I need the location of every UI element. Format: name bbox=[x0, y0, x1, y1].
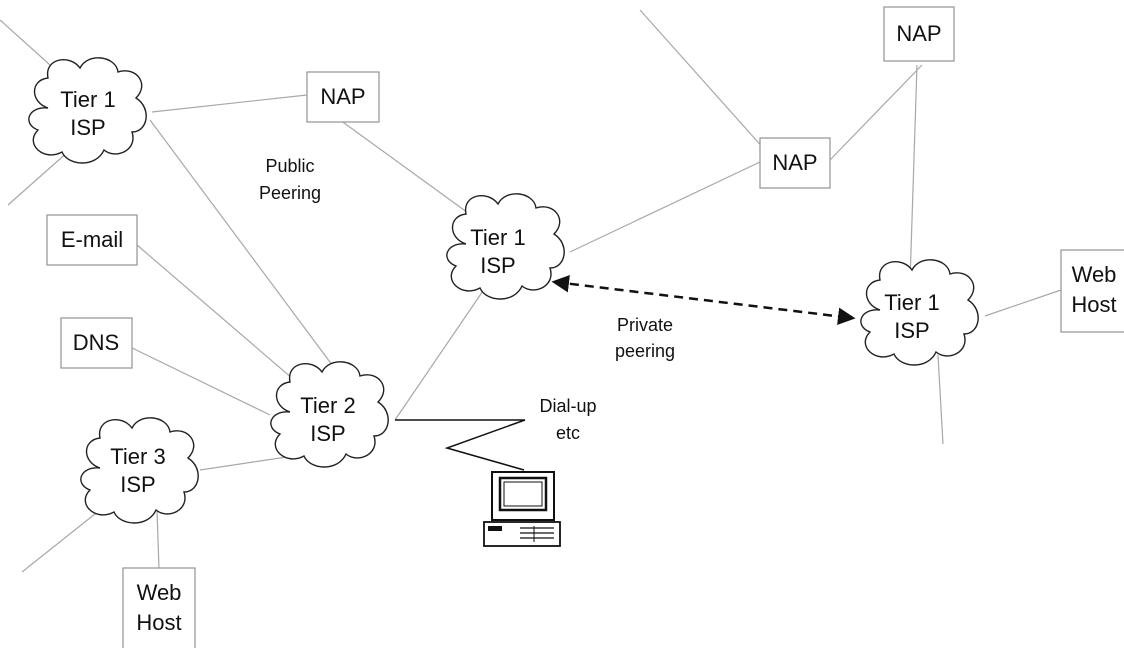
tier1-isp-right-line2: ISP bbox=[894, 318, 929, 343]
dialup-line2: etc bbox=[556, 423, 580, 443]
link-tier1-right-to-edge bbox=[937, 354, 944, 445]
public-peering-line1: Public bbox=[265, 156, 314, 176]
link-tier2-to-tier1-center bbox=[394, 284, 488, 421]
link-nap-middle-to-nap-top-right bbox=[829, 64, 923, 161]
dialup-link bbox=[395, 419, 526, 471]
tier2-isp-line1: Tier 2 bbox=[300, 393, 355, 418]
nap-top-right-box: NAP bbox=[883, 6, 955, 62]
link-tier1-left-to-nap bbox=[151, 94, 308, 113]
web-host-bottom-line1: Web bbox=[137, 580, 182, 605]
link-edge-to-nap-middle bbox=[639, 9, 766, 151]
public-peering-annotation: Public Peering bbox=[259, 156, 321, 203]
email-server-box: E-mail bbox=[46, 214, 138, 266]
private-peering-line1: Private bbox=[617, 315, 673, 335]
tier1-isp-right-line1: Tier 1 bbox=[884, 290, 939, 315]
tier3-isp-line2: ISP bbox=[120, 472, 155, 497]
tier2-isp-line2: ISP bbox=[310, 421, 345, 446]
web-host-right-line1: Web bbox=[1072, 262, 1117, 287]
private-peering-line2: peering bbox=[615, 341, 675, 361]
link-tier3-to-edge bbox=[21, 509, 101, 573]
tier1-isp-center-line2: ISP bbox=[480, 253, 515, 278]
link-lines bbox=[0, 9, 1062, 573]
public-peering-line2: Peering bbox=[259, 183, 321, 203]
tier1-isp-center-cloud: Tier 1 ISP bbox=[446, 193, 565, 300]
link-nap-to-tier1-center bbox=[339, 119, 476, 219]
nap-middle-box: NAP bbox=[759, 137, 831, 189]
dialup-annotation: Dial-up etc bbox=[539, 396, 596, 443]
private-peering-annotation: Private peering bbox=[615, 315, 675, 361]
tier2-isp-cloud: Tier 2 ISP bbox=[270, 361, 389, 468]
tier1-isp-center-line1: Tier 1 bbox=[470, 225, 525, 250]
link-dns-to-tier2 bbox=[125, 344, 271, 416]
desktop-computer-icon bbox=[483, 471, 561, 547]
nap-middle-label: NAP bbox=[772, 150, 817, 175]
tier3-isp-cloud: Tier 3 ISP bbox=[80, 417, 199, 524]
link-tier3-to-webhost bbox=[156, 509, 160, 570]
web-host-bottom-box: Web Host bbox=[122, 567, 196, 648]
tier1-isp-left-line2: ISP bbox=[70, 115, 105, 140]
dns-server-label: DNS bbox=[73, 330, 119, 355]
tier1-isp-left-line1: Tier 1 bbox=[60, 87, 115, 112]
dns-server-box: DNS bbox=[60, 317, 133, 369]
private-peering-link bbox=[551, 274, 856, 326]
web-host-right-line2: Host bbox=[1071, 292, 1116, 317]
tier3-isp-line1: Tier 3 bbox=[110, 444, 165, 469]
nap-top-left-label: NAP bbox=[320, 84, 365, 109]
link-tier1-center-to-nap-middle bbox=[569, 161, 761, 253]
link-tier3-to-tier2 bbox=[199, 454, 301, 471]
tier1-isp-right-cloud: Tier 1 ISP bbox=[860, 259, 979, 366]
link-email-to-tier2 bbox=[136, 244, 301, 386]
web-host-right-box: Web Host bbox=[1060, 249, 1124, 333]
nap-top-left-box: NAP bbox=[306, 71, 380, 123]
web-host-bottom-line2: Host bbox=[136, 610, 181, 635]
tier1-isp-left-cloud: Tier 1 ISP bbox=[28, 57, 147, 164]
link-tier1-left-to-tier2 bbox=[149, 119, 348, 386]
email-server-label: E-mail bbox=[61, 227, 123, 252]
link-tier1-right-to-webhost bbox=[984, 289, 1062, 317]
nap-top-right-label: NAP bbox=[896, 21, 941, 46]
link-edge-left-to-tier1-left bbox=[7, 149, 71, 206]
link-nap-top-right-to-tier1-right bbox=[909, 64, 918, 283]
dialup-line1: Dial-up bbox=[539, 396, 596, 416]
